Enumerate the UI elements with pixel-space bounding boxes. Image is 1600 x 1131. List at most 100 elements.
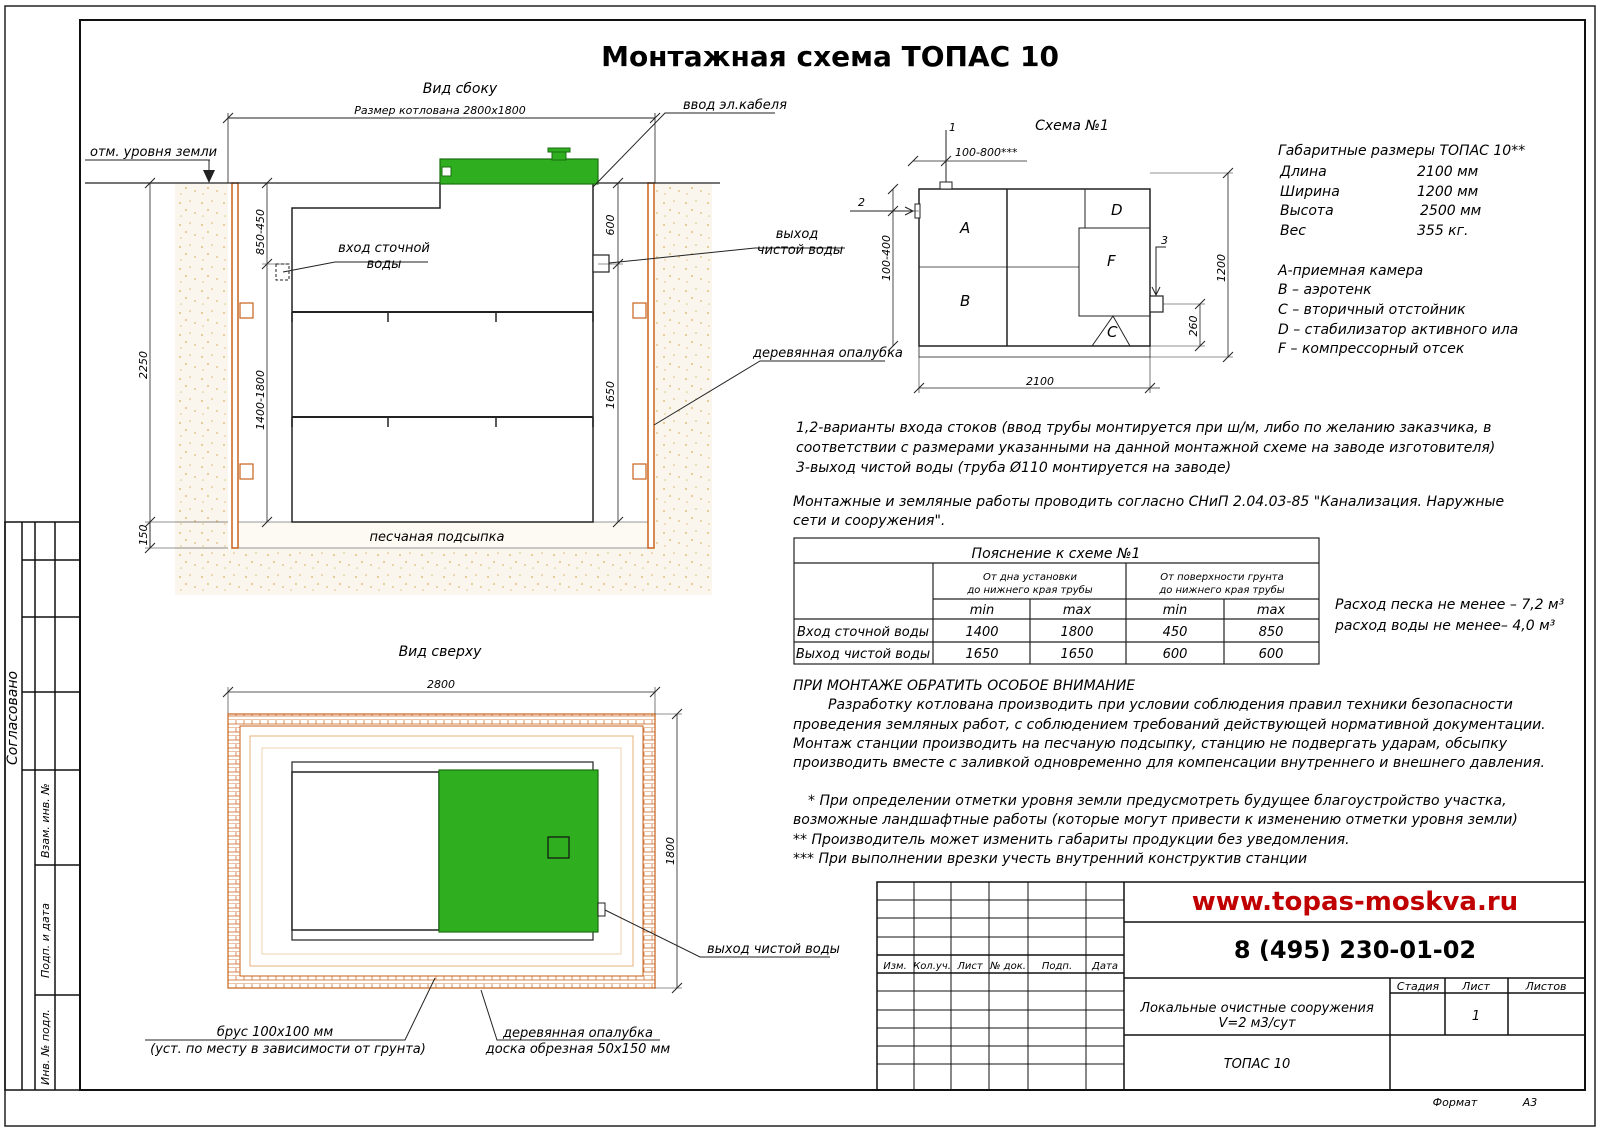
svg-text:Формат: Формат — [1433, 1096, 1478, 1109]
svg-text:355 кг.: 355 кг. — [1417, 223, 1468, 239]
dim-1200: 1200 — [1215, 254, 1228, 282]
svg-text:600: 600 — [1259, 647, 1284, 662]
marker-1: 1 — [949, 121, 956, 134]
svg-text:возможные ландшафтные работы (: возможные ландшафтные работы (которые мо… — [793, 812, 1518, 828]
side-view: Вид сбоку Размер котлована 2800х1800 пес… — [85, 81, 903, 595]
dimensions-heading: Габаритные размеры ТОПАС 10** — [1278, 143, 1525, 159]
svg-text:А-приемная камера: А-приемная камера — [1277, 263, 1423, 279]
consumption: Расход песка не менее – 7,2 м³ расход во… — [1334, 597, 1565, 634]
dim-100-800: 100-800*** — [955, 146, 1018, 159]
dim-150: 150 — [137, 525, 150, 546]
svg-text:Монтаж станции производить на: Монтаж станции производить на песчаную п… — [793, 736, 1508, 752]
footnotes: * При определении отметки уровня земли п… — [793, 793, 1518, 867]
station-body — [291, 182, 594, 523]
svg-text:600: 600 — [1163, 647, 1188, 662]
svg-text:Лист: Лист — [956, 961, 984, 972]
svg-text:Лист: Лист — [1461, 980, 1490, 993]
svg-text:* При определении отметки уров: * При определении отметки уровня земли п… — [808, 793, 1507, 809]
svg-text:ТОПАС 10: ТОПАС 10 — [1224, 1057, 1291, 1072]
svg-text:Выход чистой воды: Выход чистой воды — [796, 647, 930, 662]
dim-1650: 1650 — [604, 381, 617, 409]
svg-text:А3: А3 — [1522, 1096, 1538, 1109]
svg-text:max: max — [1063, 603, 1092, 618]
svg-text:Длина: Длина — [1279, 164, 1327, 180]
margin-stamp — [4, 521, 81, 1091]
sand-bedding-label: песчаная подсыпка — [370, 530, 505, 545]
top-formwork-label-1: деревянная опалубка — [502, 1026, 653, 1041]
svg-text:2500 мм: 2500 мм — [1420, 203, 1482, 219]
top-formwork-label-2: доска обрезная 50х150 мм — [485, 1042, 671, 1057]
svg-text:От поверхности грунта: От поверхности грунта — [1160, 572, 1284, 583]
dim-2250: 2250 — [137, 351, 150, 379]
explanation-table — [793, 537, 1320, 665]
svg-text:до нижнего края трубы: до нижнего края трубы — [966, 584, 1092, 596]
sand-bedding — [237, 521, 649, 549]
svg-text:сети и сооружения".: сети и сооружения". — [793, 513, 945, 529]
svg-text:*** При выполнении врезки учес: *** При выполнении врезки учесть внутрен… — [793, 851, 1307, 867]
dim-260: 260 — [1187, 316, 1200, 337]
green-lid — [439, 158, 599, 185]
dim-1400-1800: 1400-1800 — [254, 370, 267, 430]
top-outlet-label: выход чистой воды — [707, 942, 840, 957]
svg-text:V=2 м3/сут: V=2 м3/сут — [1218, 1016, 1295, 1031]
formwork-label: деревянная опалубка — [752, 346, 903, 361]
dim-2800: 2800 — [427, 678, 455, 691]
phone: 8 (495) 230-01-02 — [1234, 936, 1476, 964]
inlet-label-2: воды — [367, 257, 402, 272]
svg-text:Стадия: Стадия — [1397, 980, 1440, 993]
scheme-1: Схема №1 A B C D F 1 100-800*** 2 3 — [850, 118, 1234, 394]
svg-text:Подп.: Подп. — [1042, 961, 1072, 972]
svg-text:1,2-варианты входа стоков (вво: 1,2-варианты входа стоков (ввод трубы мо… — [796, 420, 1491, 436]
svg-text:Изм.: Изм. — [883, 961, 907, 972]
marker-2: 2 — [858, 196, 865, 209]
dim-600: 600 — [604, 215, 617, 236]
beam-label-1: брус 100х100 мм — [217, 1025, 334, 1040]
svg-text:1200 мм: 1200 мм — [1417, 184, 1479, 200]
margin-sign-date: Подп. и дата — [39, 903, 52, 978]
svg-text:расход воды не менее– 4,0 м³: расход воды не менее– 4,0 м³ — [1334, 618, 1556, 634]
svg-text:Высота: Высота — [1280, 203, 1334, 219]
svg-text:№ док.: № док. — [989, 961, 1026, 972]
notes: 1,2-варианты входа стоков (ввод трубы мо… — [793, 420, 1504, 529]
svg-text:Ширина: Ширина — [1280, 184, 1340, 200]
dim-850-450: 850-450 — [254, 209, 267, 255]
svg-text:D – стабилизатор активного ила: D – стабилизатор активного ила — [1278, 322, 1518, 338]
top-view: Вид сверху 2800 1800 выход чистой воды б… — [145, 644, 840, 1057]
beam-label-2: (уст. по месту в зависимости от грунта) — [150, 1042, 426, 1057]
table-text: Пояснение к схеме №1 От дна установки до… — [796, 546, 1286, 662]
svg-text:соответствии с размерами указа: соответствии с размерами указанными на д… — [796, 440, 1495, 456]
pit-size-label: Размер котлована 2800х1800 — [354, 104, 525, 117]
attention-heading: ПРИ МОНТАЖЕ ОБРАТИТЬ ОСОБОЕ ВНИМАНИЕ — [793, 678, 1135, 694]
zone-B: B — [960, 292, 970, 310]
website: www.topas-moskva.ru — [1192, 887, 1518, 917]
dimensions-block: Габаритные размеры ТОПАС 10** Длина 2100… — [1278, 143, 1525, 239]
svg-text:В – аэротенк: В – аэротенк — [1278, 282, 1372, 298]
svg-text:Листов: Листов — [1524, 980, 1566, 993]
formwork-left — [231, 182, 239, 549]
svg-text:1650: 1650 — [1060, 647, 1093, 662]
zone-A: A — [959, 219, 970, 237]
svg-text:F – компрессорный отсек: F – компрессорный отсек — [1278, 341, 1465, 357]
svg-text:1650: 1650 — [965, 647, 998, 662]
svg-text:до нижнего края трубы: до нижнего края трубы — [1158, 584, 1284, 596]
svg-text:1: 1 — [1472, 1009, 1480, 1024]
outlet-label-2: чистой воды — [757, 243, 843, 258]
zone-D: D — [1111, 201, 1123, 219]
dim-2100: 2100 — [1026, 375, 1054, 388]
svg-text:1800: 1800 — [1060, 625, 1093, 640]
top-view-caption: Вид сверху — [399, 644, 483, 660]
dim-1800: 1800 — [664, 837, 677, 865]
svg-text:Расход песка не менее – 7,2 м³: Расход песка не менее – 7,2 м³ — [1335, 597, 1565, 613]
svg-text:850: 850 — [1259, 625, 1284, 640]
svg-text:450: 450 — [1163, 625, 1188, 640]
svg-text:max: max — [1257, 603, 1286, 618]
margin-agreed: Согласовано — [5, 671, 21, 765]
svg-text:С – вторичный отстойник: С – вторичный отстойник — [1278, 302, 1466, 318]
svg-text:Разработку котлована производи: Разработку котлована производить при усл… — [828, 697, 1513, 713]
svg-text:min: min — [970, 603, 995, 618]
legend: А-приемная камера В – аэротенк С – втори… — [1277, 263, 1518, 357]
formwork-right — [647, 182, 655, 549]
svg-text:Монтажные и земляные работы пр: Монтажные и земляные работы проводить со… — [793, 494, 1504, 510]
cable-label: ввод эл.кабеля — [683, 98, 787, 113]
